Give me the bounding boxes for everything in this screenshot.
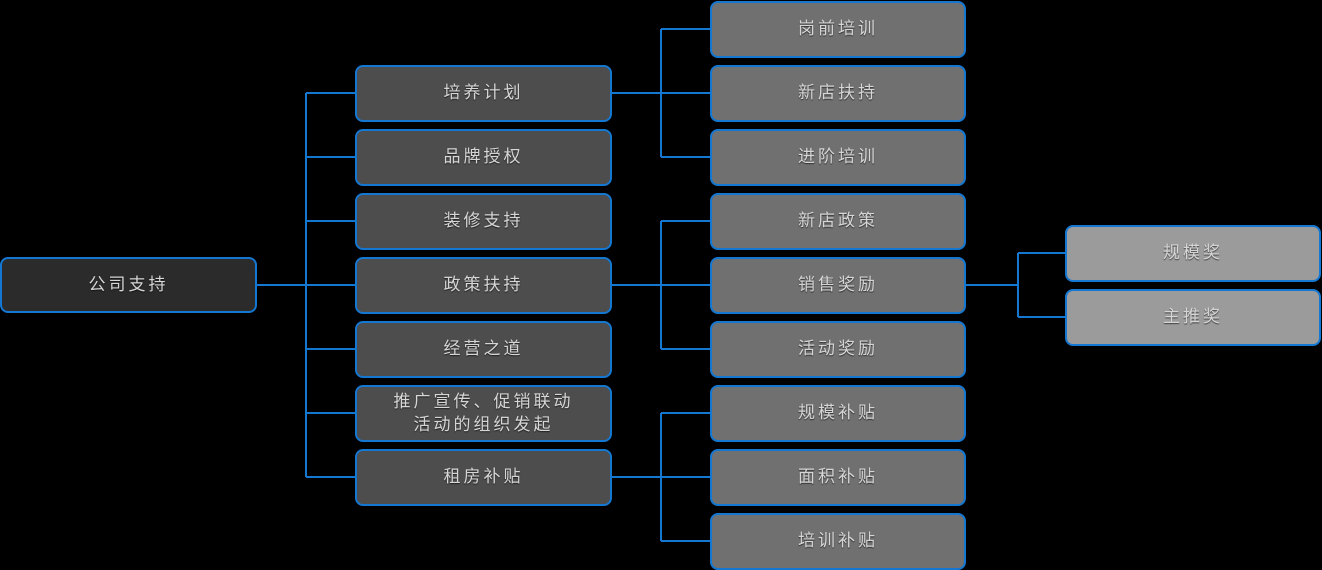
node-l1-5[interactable]: 推广宣传、促销联动 活动的组织发起 — [355, 385, 612, 442]
node-l2-8[interactable]: 培训补贴 — [710, 513, 966, 570]
node-l3-1[interactable]: 主推奖 — [1065, 289, 1321, 346]
node-l1-3[interactable]: 政策扶持 — [355, 257, 612, 314]
node-l2-6[interactable]: 规模补贴 — [710, 385, 966, 442]
node-l1-0[interactable]: 培养计划 — [355, 65, 612, 122]
node-l3-0[interactable]: 规模奖 — [1065, 225, 1321, 282]
node-l1-2[interactable]: 装修支持 — [355, 193, 612, 250]
node-root[interactable]: 公司支持 — [0, 257, 257, 313]
node-l2-1[interactable]: 新店扶持 — [710, 65, 966, 122]
node-l2-4[interactable]: 销售奖励 — [710, 257, 966, 314]
node-l2-0[interactable]: 岗前培训 — [710, 1, 966, 58]
node-l1-6[interactable]: 租房补贴 — [355, 449, 612, 506]
node-l2-3[interactable]: 新店政策 — [710, 193, 966, 250]
node-l1-4[interactable]: 经营之道 — [355, 321, 612, 378]
node-l2-2[interactable]: 进阶培训 — [710, 129, 966, 186]
node-l2-7[interactable]: 面积补贴 — [710, 449, 966, 506]
node-l2-5[interactable]: 活动奖励 — [710, 321, 966, 378]
node-l1-1[interactable]: 品牌授权 — [355, 129, 612, 186]
